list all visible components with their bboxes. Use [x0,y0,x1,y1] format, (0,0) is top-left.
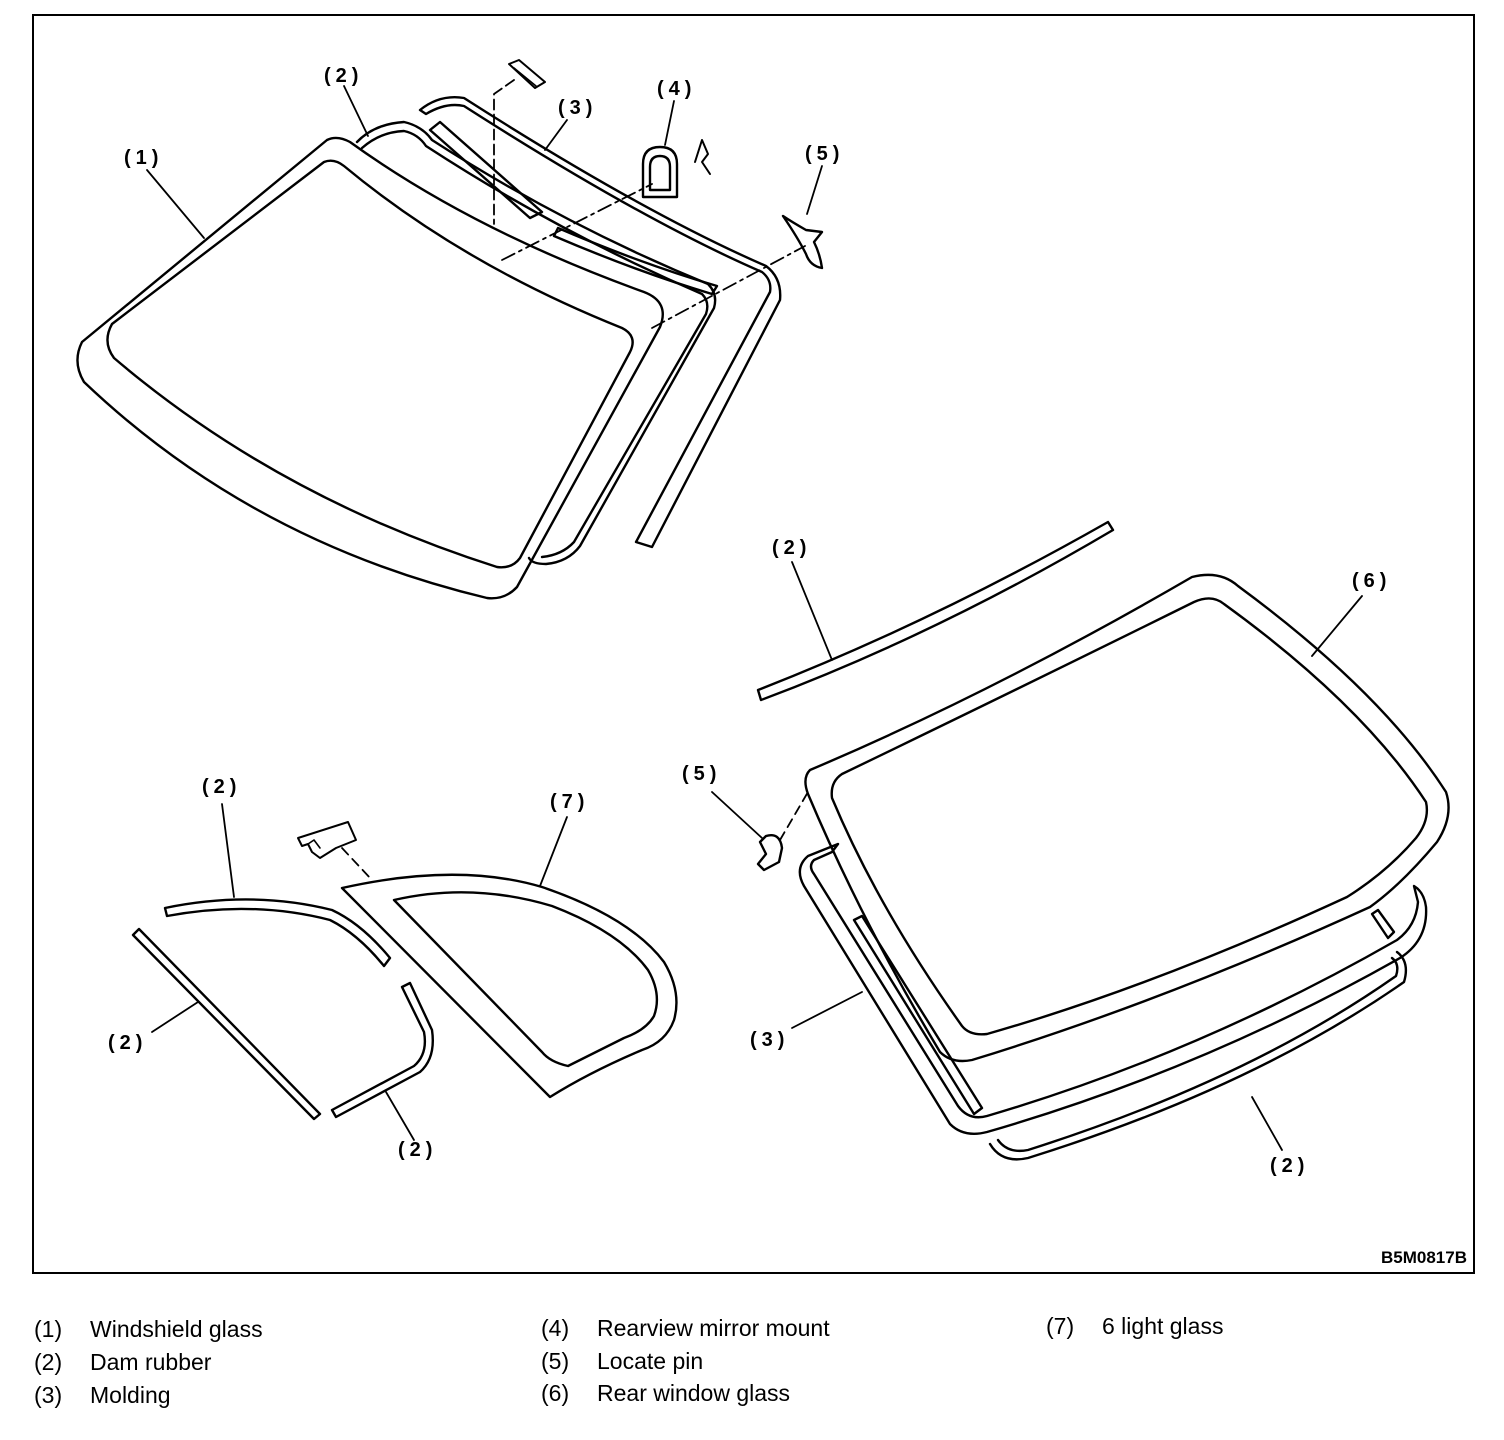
callout-5-windshield: (5) [805,143,844,165]
six-light-leader-lines [151,803,568,1141]
callout-2-six-light-top: (2) [202,776,241,798]
legend-item-3: (3) Molding [34,1382,171,1409]
figure-code: B5M0817B [1381,1248,1467,1267]
legend-number: (6) [541,1380,570,1406]
callout-5-rear: (5) [682,763,721,785]
legend-label: Rearview mirror mount [597,1315,830,1341]
locate-pin-rear-part [756,834,784,872]
callout-3-rear: (3) [750,1029,789,1051]
callout-6: (6) [1352,570,1391,592]
six-light-clip-part [297,821,357,859]
rearview-mirror-mount-part [641,139,711,199]
legend-item-7: (7) 6 light glass [1046,1313,1223,1340]
molding-windshield-part [418,96,782,549]
callout-4: (4) [657,78,696,100]
legend-label: Molding [90,1382,171,1408]
rear-leader-lines [711,561,1363,1151]
dam-rubber-rear-bottom-part [988,950,1408,1161]
callout-1: (1) [124,147,163,169]
legend-label: Dam rubber [90,1349,212,1375]
exploded-diagram-frame: (1) (2) (3) (4) (5) (2) (6) (5) (2) (7) … [32,14,1475,1274]
adhesive-pad-part [508,59,546,89]
legend-number: (3) [34,1382,63,1408]
molding-rear-part [798,842,1428,1135]
legend-item-2: (2) Dam rubber [34,1349,211,1376]
callout-2-rear-bottom: (2) [1270,1155,1309,1177]
callout-2-six-light-bottom: (2) [398,1139,437,1161]
legend-label: 6 light glass [1102,1313,1224,1339]
legend-number: (5) [541,1348,570,1374]
legend-item-4: (4) Rearview mirror mount [541,1315,830,1342]
legend-item-5: (5) Locate pin [541,1348,703,1375]
legend-item-1: (1) Windshield glass [34,1316,263,1343]
locate-pin-windshield-part [781,214,824,270]
exploded-diagram: (1) (2) (3) (4) (5) (2) (6) (5) (2) (7) … [76,59,1450,1177]
legend-number: (2) [34,1349,63,1375]
windshield-glass-part [76,136,664,600]
dam-rubber-six-light-parts [131,898,434,1121]
callout-2-six-light-left: (2) [108,1032,147,1054]
six-light-glass-part [340,873,678,1099]
rear-window-glass-part [804,573,1450,1063]
legend-label: Rear window glass [597,1380,791,1406]
callout-2-rear-top: (2) [772,537,811,559]
callout-7: (7) [550,791,589,813]
parts-legend: (1) Windshield glass (2) Dam rubber (3) Mol… [0,1308,1504,1418]
legend-label: Locate pin [597,1348,704,1374]
legend-number: (1) [34,1316,63,1342]
dam-rubber-rear-top-part [756,520,1115,702]
windshield-leader-lines [146,79,823,329]
legend-number: (7) [1046,1313,1075,1339]
callout-3-windshield: (3) [558,97,597,119]
legend-label: Windshield glass [90,1316,263,1342]
legend-item-6: (6) Rear window glass [541,1380,790,1407]
dam-rubber-windshield-part [355,120,717,566]
legend-number: (4) [541,1315,570,1341]
callout-2-windshield: (2) [324,65,363,87]
